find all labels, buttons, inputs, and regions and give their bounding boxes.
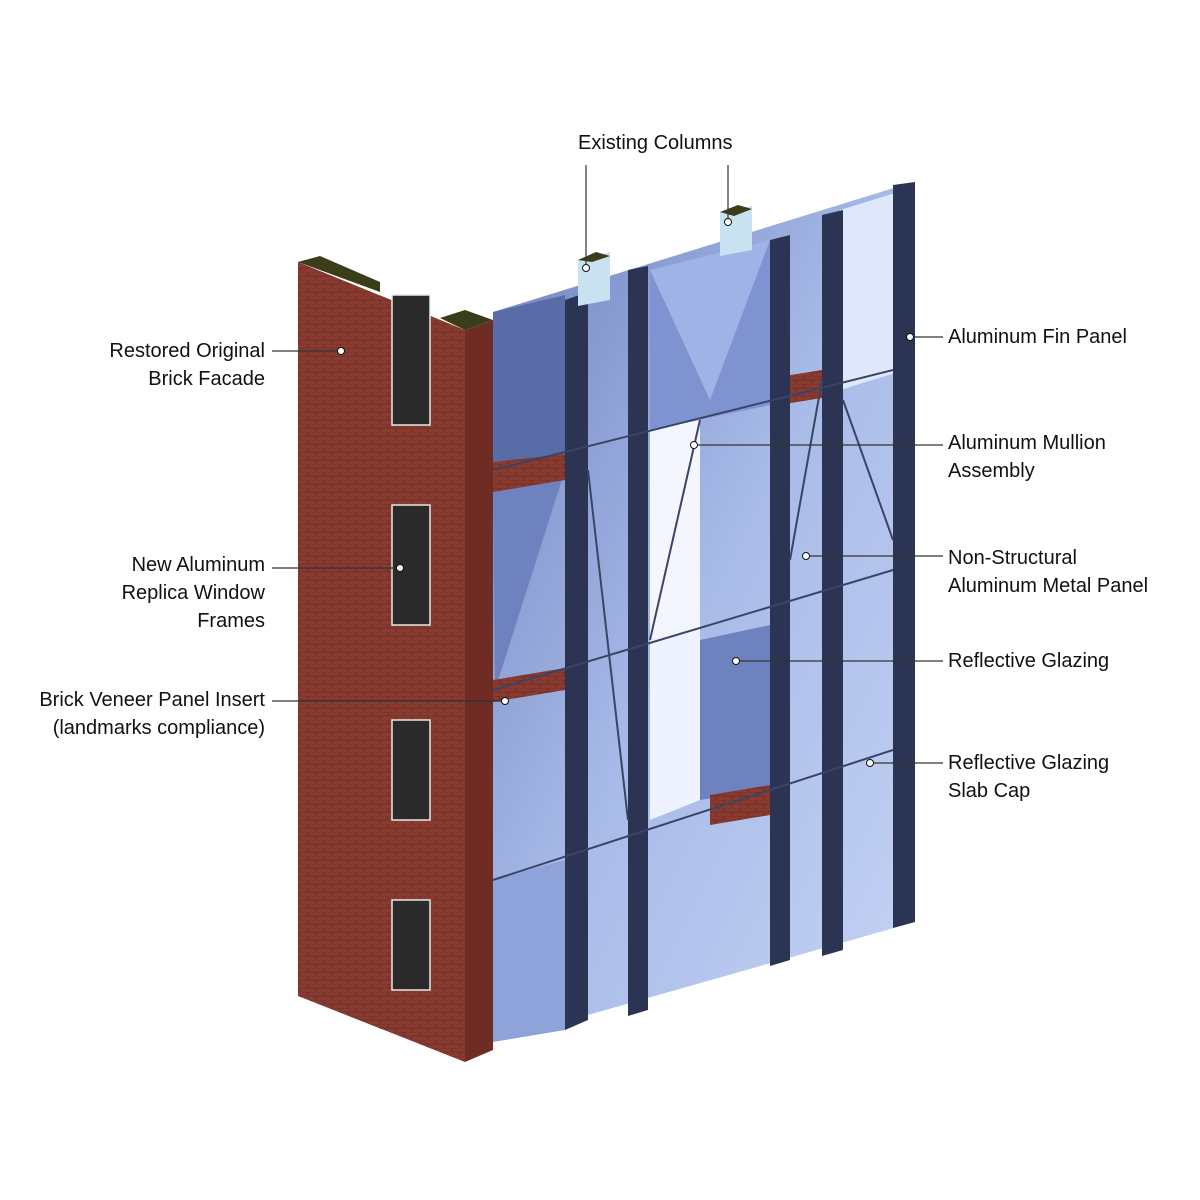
label-line: Brick Facade xyxy=(148,368,265,390)
label-line: (landmarks compliance) xyxy=(52,717,265,739)
label-line: Aluminum Metal Panel xyxy=(948,575,1149,597)
label-reflective-glazing: Reflective Glazing xyxy=(948,647,1109,675)
label-replica-window-frames: New Aluminum Replica Window Frames xyxy=(122,551,265,635)
brick-facade xyxy=(298,256,493,1062)
label-line: Non-Structural xyxy=(948,547,1077,569)
replica-windows xyxy=(391,294,431,991)
label-aluminum-fin-panel: Aluminum Fin Panel xyxy=(948,323,1127,351)
label-line: Aluminum Fin Panel xyxy=(948,326,1127,348)
label-line: Existing Columns xyxy=(578,132,733,154)
label-line: Assembly xyxy=(948,460,1035,482)
label-metal-panel: Non-Structural Aluminum Metal Panel xyxy=(948,544,1148,600)
leader-lines xyxy=(272,165,943,767)
label-line: Slab Cap xyxy=(948,780,1031,802)
label-existing-columns: Existing Columns xyxy=(578,129,733,157)
label-line: Brick Veneer Panel Insert xyxy=(39,689,265,711)
label-line: Replica Window xyxy=(121,582,265,604)
label-line: Reflective Glazing xyxy=(948,752,1110,774)
curtain-wall xyxy=(492,182,915,1042)
label-brick-veneer-insert: Brick Veneer Panel Insert (landmarks com… xyxy=(39,686,265,742)
label-aluminum-mullion-assembly: Aluminum Mullion Assembly xyxy=(948,429,1106,485)
label-slab-cap: Reflective Glazing Slab Cap xyxy=(948,749,1109,805)
label-line: Reflective Glazing xyxy=(948,650,1110,672)
label-line: New Aluminum xyxy=(131,554,265,576)
label-line: Aluminum Mullion xyxy=(948,432,1106,454)
label-line: Frames xyxy=(197,610,265,632)
label-restored-brick-facade: Restored Original Brick Facade xyxy=(109,337,265,393)
label-line: Restored Original xyxy=(109,340,265,362)
